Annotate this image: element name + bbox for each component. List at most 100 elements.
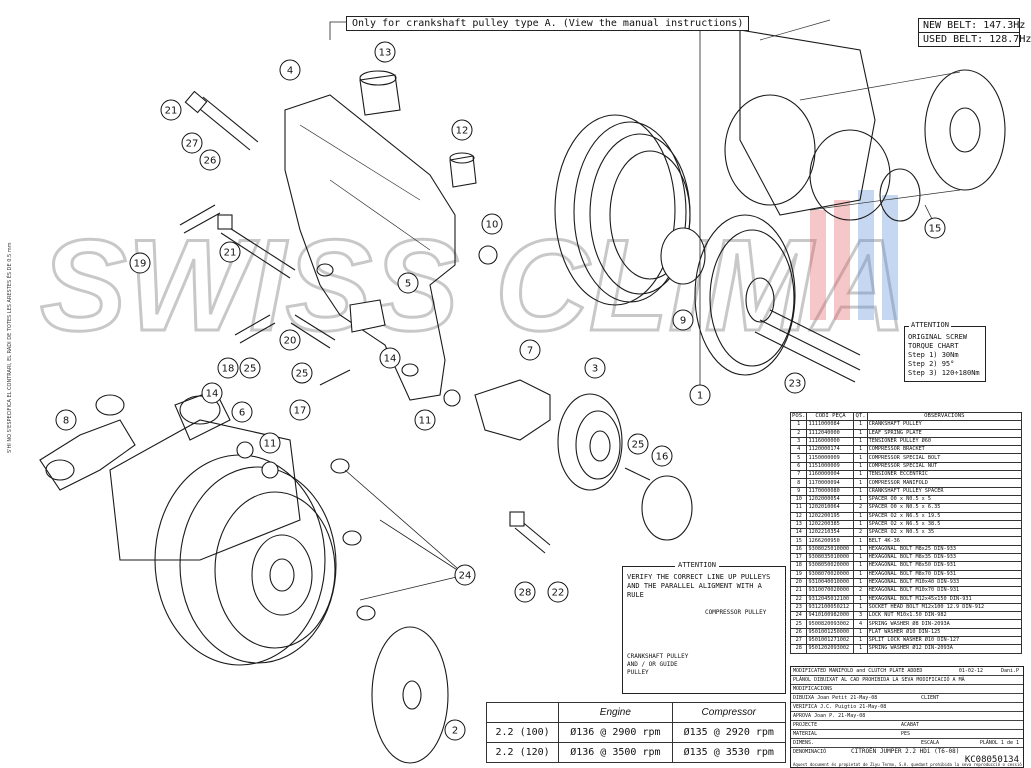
parts-cell: LOCK NUT M10x1.50 DIN-982	[866, 611, 1023, 621]
parts-cell: CRANKSHAFT PULLEY SPACER	[866, 486, 1023, 496]
parts-cell: 18	[789, 561, 808, 571]
parts-cell: HEXAGONAL BOLT M10x40 DIN-933	[866, 577, 1023, 588]
part-callout: 22	[547, 581, 569, 603]
parts-cell: 7	[789, 470, 808, 480]
parts-cell: 9312100050212	[806, 602, 855, 613]
drawing-name: CITROËN JUMPER 2.2 HDi (T6-08)	[851, 748, 960, 755]
rpm-cell: Ø135 @ 2920 rpm	[671, 722, 787, 743]
parts-cell: SPRING WASHER Ø12 DIN-2093A	[866, 644, 1023, 654]
torque-title: ATTENTION	[909, 321, 951, 329]
callout-number: 22	[552, 588, 565, 599]
callout-number: 23	[789, 379, 802, 390]
tensioner	[474, 379, 693, 541]
parts-cell: TENSIONER ECCENTRIC	[866, 470, 1023, 480]
parts-cell: SPLIT LOCK WASHER Ø10 DIN-127	[866, 635, 1023, 646]
parts-cell: SPACER Ò0 x Ñ0.5 x 5	[866, 494, 1023, 505]
part-callout: 8	[55, 409, 77, 431]
parts-cell: 9501001271002	[806, 635, 855, 646]
parts-cell: 1202210354	[806, 528, 855, 538]
parts-cell: HEXAGONAL BOLT M8x25 DIN-933	[866, 544, 1023, 555]
callout-number: 25	[632, 440, 645, 451]
watermark-text: SWISS CLIMA	[40, 212, 907, 358]
callout-number: 7	[527, 346, 533, 357]
parts-cell: 1	[853, 420, 868, 430]
parts-cell: 1	[853, 461, 868, 472]
part-callout: 17	[289, 399, 311, 421]
parts-cell: 1	[789, 420, 808, 430]
parts-cell: 3	[789, 436, 808, 447]
parts-cell: 23	[789, 602, 808, 613]
callout-number: 14	[206, 389, 219, 400]
parts-cell: 1	[853, 536, 868, 546]
denomination-label: DENOMINACIÓ	[793, 749, 827, 755]
part-callout: 14	[201, 382, 223, 404]
parts-cell: 9308050020000	[806, 561, 855, 571]
belt-frequency-box: NEW BELT: 147.3Hz USED BELT: 128.7Hz	[918, 18, 1031, 47]
parts-cell: 4	[853, 619, 868, 629]
parts-cell: 1170000080	[806, 486, 855, 496]
callouts: 1234567891011111213141415161718192021212…	[55, 41, 946, 741]
parts-cell: 2	[853, 586, 868, 596]
parts-cell: 1	[853, 445, 868, 455]
dims-row: DIMENS. ESCALA PLÀNOL 1 de 1	[791, 739, 1023, 748]
parts-cell: 9500820093002	[806, 619, 855, 629]
material-label: MATERIAL	[793, 731, 818, 737]
callout-number: 12	[456, 126, 469, 137]
torque-step2: Step 2) 95°	[908, 360, 955, 368]
bolts	[179, 90, 861, 554]
callout-number: 24	[459, 571, 472, 582]
parts-cell: COMPRESSOR SPECIAL NUT	[866, 461, 1023, 472]
ownership-footer: Aquest document és propietat de Ziyu Ter…	[793, 762, 1022, 767]
parts-cell: SPACER Ò0 x Ñ0.5 x 6.35	[866, 503, 1023, 513]
parts-cell: CRANKSHAFT PULLEY	[866, 420, 1023, 430]
part-callout: 14	[379, 347, 401, 369]
weight-label: PES	[901, 731, 911, 737]
parts-cell: 1	[853, 561, 868, 571]
parts-cell: 2	[853, 503, 868, 513]
parts-cell: 1	[853, 635, 868, 646]
denomination-row: DENOMINACIÓ CITROËN JUMPER 2.2 HDi (T6-0…	[791, 748, 1023, 762]
callout-number: 19	[134, 259, 147, 270]
torque-line2: TORQUE CHART	[908, 342, 959, 350]
parts-header-cell: POS.	[789, 411, 808, 422]
parts-cell: 1150000009	[806, 453, 855, 463]
parts-cell: 9501001250000	[806, 627, 855, 638]
sheet-number: PLÀNOL 1 de 1	[979, 740, 1019, 746]
parts-cell: 1151000009	[806, 461, 855, 472]
callout-number: 25	[244, 364, 257, 375]
callout-number: 17	[294, 406, 307, 417]
callout-number: 11	[264, 439, 277, 450]
parts-cell: 1	[853, 494, 868, 505]
callout-number: 20	[284, 336, 297, 347]
callout-number: 15	[929, 224, 942, 235]
parts-cell: 1	[853, 436, 868, 447]
crank-pulley-note: Only for crankshaft pulley type A. (View…	[346, 16, 750, 31]
warning-row: PLÀNOL DIBUIXAT AL CAD PROHIBIDA LA SEVA…	[791, 676, 1023, 685]
part-callout: 24	[454, 564, 476, 586]
material-row: MATERIAL PES	[791, 730, 1023, 739]
parts-cell: 1170000094	[806, 478, 855, 488]
parts-cell: 1112040000	[806, 428, 855, 438]
drawing-code: KC08050134	[964, 755, 1019, 765]
part-callout: 4	[279, 59, 301, 81]
parts-cell: 1	[853, 511, 868, 521]
crankshaft-pulley	[554, 114, 796, 376]
parts-cell: 2	[789, 428, 808, 438]
rpm-header-engine: Engine	[558, 702, 673, 723]
parts-header-row: POS. CODI PEÇA QT. OBSERVACIONS	[789, 411, 1023, 422]
callout-number: 5	[405, 279, 411, 290]
